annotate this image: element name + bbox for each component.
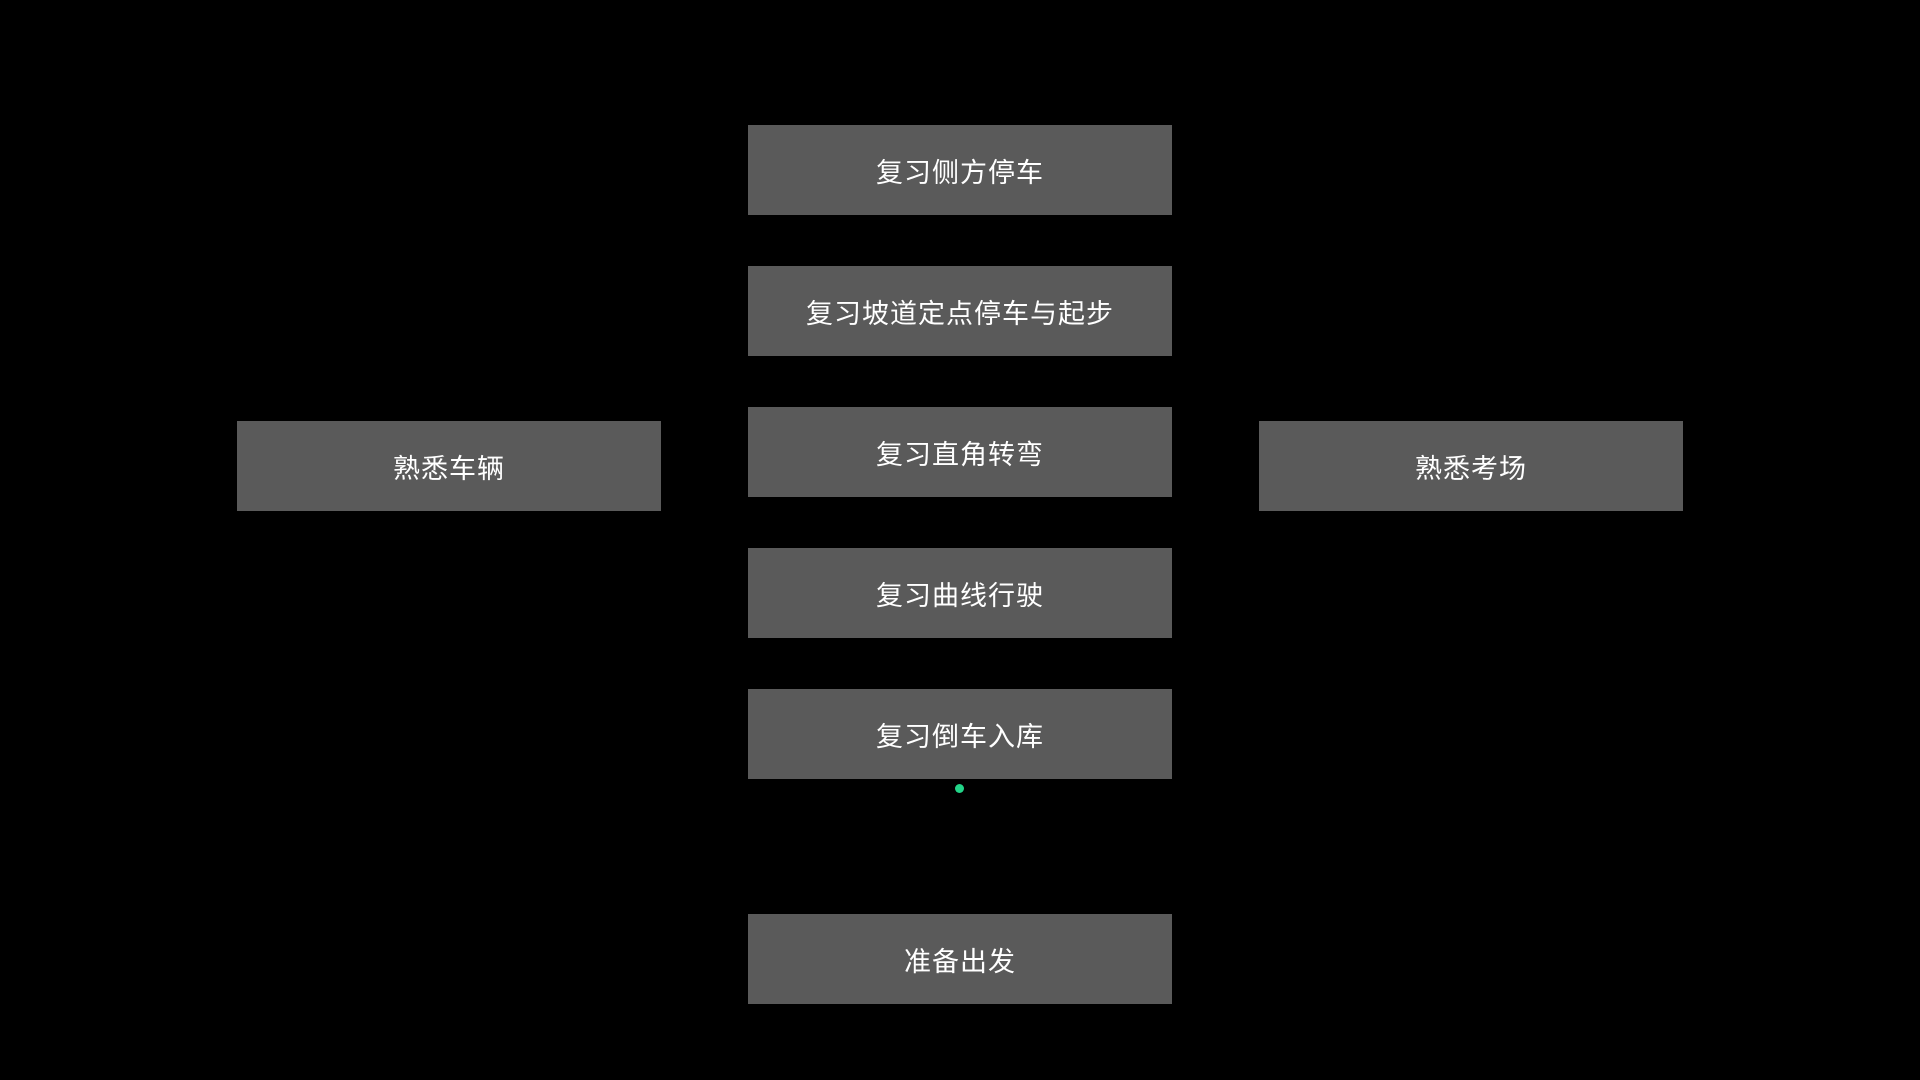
review-hill-start-button[interactable]: 复习坡道定点停车与起步 [748,266,1172,356]
review-right-angle-turn-button[interactable]: 复习直角转弯 [748,407,1172,497]
review-curve-driving-button[interactable]: 复习曲线行驶 [748,548,1172,638]
review-reverse-parking-button[interactable]: 复习倒车入库 [748,689,1172,779]
familiarize-venue-label: 熟悉考场 [1415,453,1527,485]
review-side-parking-label: 复习侧方停车 [876,157,1044,189]
status-dot-icon [955,784,964,793]
ready-to-start-label: 准备出发 [904,946,1016,978]
review-right-angle-turn-label: 复习直角转弯 [876,439,1044,471]
review-hill-start-label: 复习坡道定点停车与起步 [806,298,1114,330]
review-side-parking-button[interactable]: 复习侧方停车 [748,125,1172,215]
ready-to-start-button[interactable]: 准备出发 [748,914,1172,1004]
familiarize-venue-button[interactable]: 熟悉考场 [1259,421,1683,511]
review-curve-driving-label: 复习曲线行驶 [876,580,1044,612]
familiarize-vehicle-label: 熟悉车辆 [393,453,505,485]
review-reverse-parking-label: 复习倒车入库 [876,721,1044,753]
familiarize-vehicle-button[interactable]: 熟悉车辆 [237,421,661,511]
